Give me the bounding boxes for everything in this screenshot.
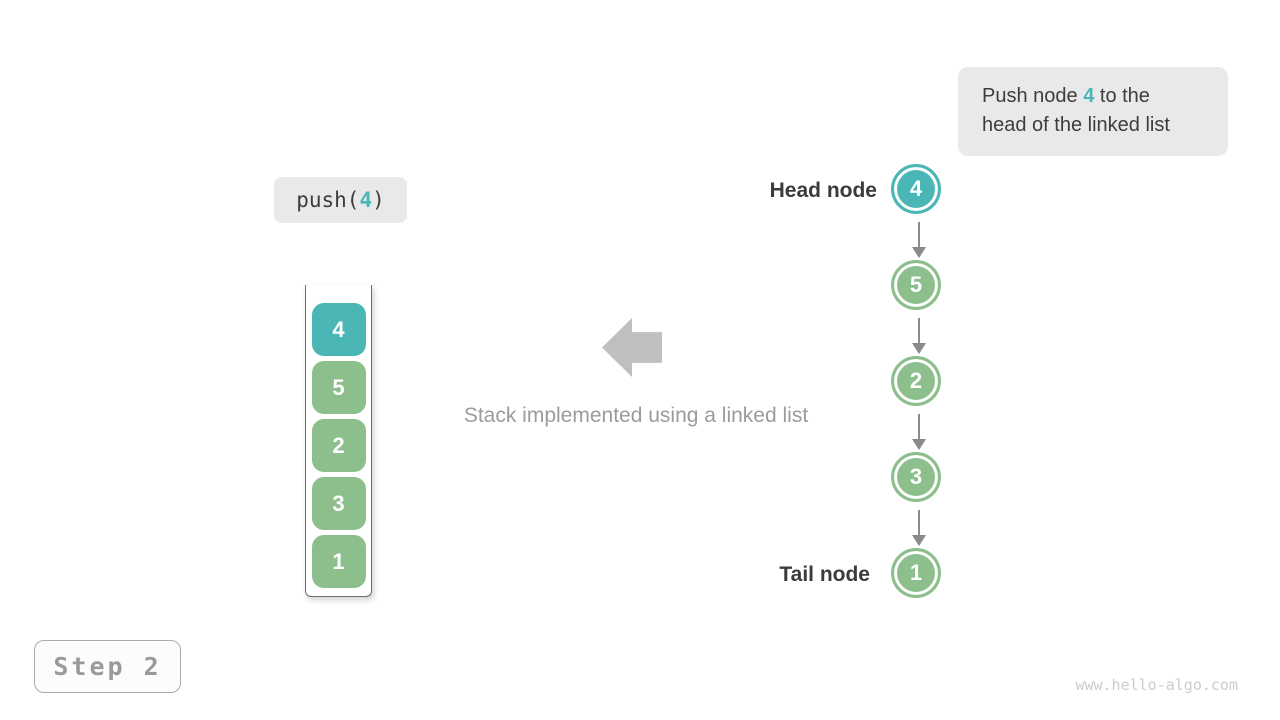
left-block-arrow-icon (602, 318, 662, 377)
note-highlight-value: 4 (1083, 85, 1095, 107)
code-suffix: ) (372, 188, 385, 212)
code-highlight-value: 4 (359, 188, 373, 212)
stack-container: 4 5 2 3 1 (305, 285, 372, 597)
code-prefix: push( (296, 188, 360, 212)
down-arrow-icon (908, 414, 930, 450)
linked-list-node: 5 (891, 260, 941, 310)
step-badge: Step 2 (34, 640, 181, 693)
linked-list-node: 4 (891, 164, 941, 214)
down-arrow-icon (908, 318, 930, 354)
stack-item: 1 (311, 535, 366, 588)
annotation-note-text: Push node 4 to the head of the linked li… (982, 82, 1208, 140)
stack-item: 5 (311, 361, 366, 414)
head-node-label: Head node (769, 179, 877, 202)
stack-item: 2 (311, 419, 366, 472)
note-prefix: Push node (982, 85, 1084, 107)
down-arrow-icon (908, 222, 930, 258)
linked-list-node: 2 (891, 356, 941, 406)
down-arrow-icon (908, 510, 930, 546)
diagram-caption: Stack implemented using a linked list (463, 404, 809, 427)
linked-list-node: 3 (891, 452, 941, 502)
linked-list-node: 1 (891, 548, 941, 598)
watermark: www.hello-algo.com (1075, 676, 1238, 694)
stack-item: 3 (311, 477, 366, 530)
note-suffix: to the head of the linked list (982, 85, 1170, 136)
annotation-note: Push node 4 to the head of the linked li… (958, 67, 1228, 156)
stack-item: 4 (311, 303, 366, 356)
push-operation-chip: push(4) (274, 177, 407, 223)
tail-node-label: Tail node (779, 563, 870, 586)
